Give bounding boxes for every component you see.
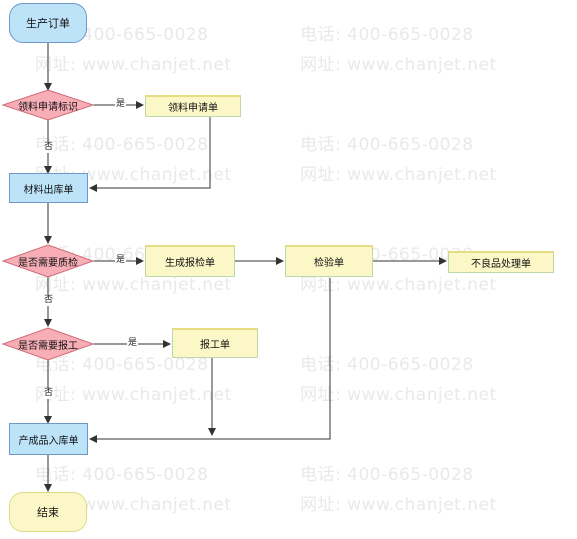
edge-material-request-to-outbound xyxy=(89,117,211,192)
watermark-site: 网址: www.chanjet.net xyxy=(300,385,497,405)
watermark-phone: 电话: 400-665-0028 xyxy=(300,135,474,155)
watermark-phone: 电话: 400-665-0028 xyxy=(35,465,209,485)
work-report-doc: 报工单 xyxy=(172,328,258,358)
edge-label-yes: 是 xyxy=(115,255,127,266)
watermark-site: 网址: www.chanjet.net xyxy=(35,385,232,405)
decision-inspection-diamond xyxy=(1,244,95,278)
watermark-site: 网址: www.chanjet.net xyxy=(300,495,497,515)
end-node: 结束 xyxy=(9,492,87,532)
start-node: 生产订单 xyxy=(9,3,87,43)
decision-material-label: 领料申请标识 xyxy=(18,101,78,113)
watermark-phone: 电话: 400-665-0028 xyxy=(300,355,474,375)
decision-inspection-label: 是否需要质检 xyxy=(18,257,78,269)
product-inbound-box: 产成品入库单 xyxy=(9,423,88,455)
watermark-site: 网址: www.chanjet.net xyxy=(35,275,232,295)
watermark-phone: 电话: 400-665-0028 xyxy=(35,355,209,375)
decision-report-label: 是否需要报工 xyxy=(18,340,78,352)
edge-label-no: 否 xyxy=(43,295,55,306)
watermark-site: 网址: www.chanjet.net xyxy=(300,275,497,295)
decision-material-diamond xyxy=(1,89,95,121)
material-outbound-box: 材料出库单 xyxy=(9,173,88,203)
watermark-phone: 电话: 400-665-0028 xyxy=(300,465,474,485)
watermark-site: 网址: www.chanjet.net xyxy=(300,55,497,75)
decision-report-diamond xyxy=(1,327,95,361)
defect-handling-doc: 不良品处理单 xyxy=(448,251,554,273)
edge-inspection-to-inbound xyxy=(89,278,331,443)
material-request-doc: 领料申请单 xyxy=(145,95,241,117)
edge-label-no: 否 xyxy=(43,388,55,399)
watermark-site: 网址: www.chanjet.net xyxy=(35,55,232,75)
report-inspection-doc: 生成报检单 xyxy=(145,245,235,277)
inspection-form-doc: 检验单 xyxy=(285,245,373,277)
edge-label-yes: 是 xyxy=(127,338,139,349)
watermark-phone: 电话: 400-665-0028 xyxy=(35,135,209,155)
watermark-phone: 电话: 400-665-0028 xyxy=(300,25,474,45)
watermark-site: 网址: www.chanjet.net xyxy=(300,165,497,185)
edge-label-no: 否 xyxy=(43,142,55,153)
edge-label-yes: 是 xyxy=(115,99,127,110)
